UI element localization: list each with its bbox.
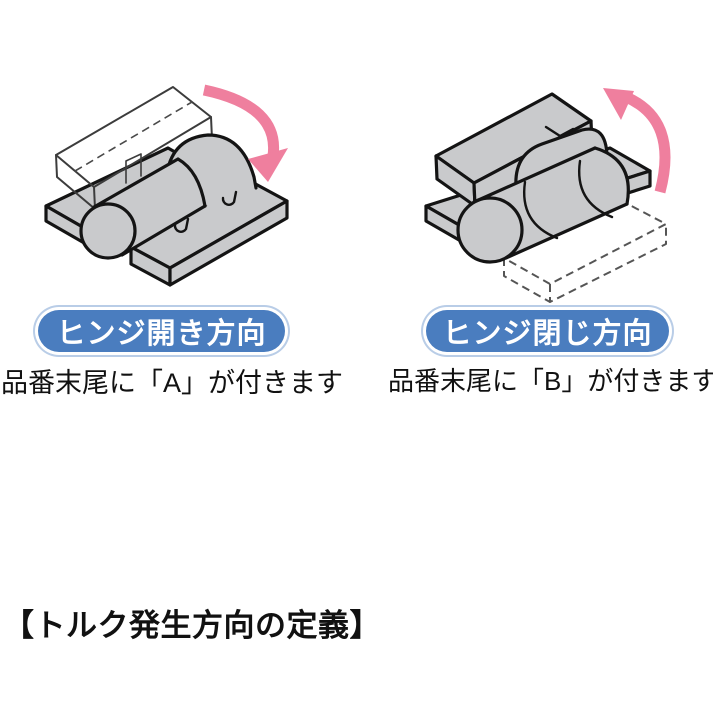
hinge-close-knuckle-cylinder: [456, 146, 630, 264]
direction-badge-open: ヒンジ開き方向: [38, 310, 285, 352]
rotation-arrow-down-icon: [202, 84, 288, 182]
hinge-close-phantom-leaf: [503, 199, 667, 303]
rotation-arrow-up-icon: [603, 88, 671, 194]
knuckle-hook-detail: [173, 217, 190, 233]
caption-close: 品番末尾に「B」が付きます: [388, 366, 713, 396]
knuckle-slot-lines: [125, 153, 142, 184]
knuckle-division-line: [578, 159, 614, 219]
hinge-open-illustration: [44, 84, 289, 287]
caption-open: 品番末尾に「A」が付きます: [1, 368, 344, 398]
hinge-close-illustration: [424, 88, 671, 303]
hinge-open-front-knuckle: [79, 157, 207, 260]
direction-badge-close: ヒンジ閉じ方向: [426, 310, 669, 352]
section-heading: 【トルク発生方向の定義】: [3, 608, 381, 643]
hinge-open-phantom-leaf: [55, 86, 213, 210]
hinge-open-base-plate: [129, 178, 289, 287]
knuckle-hook-detail: [221, 190, 238, 206]
hinge-axis-dashed-line: [74, 101, 193, 172]
knuckle-division-line: [523, 180, 559, 240]
knuckle-notch-lines: [544, 125, 575, 138]
